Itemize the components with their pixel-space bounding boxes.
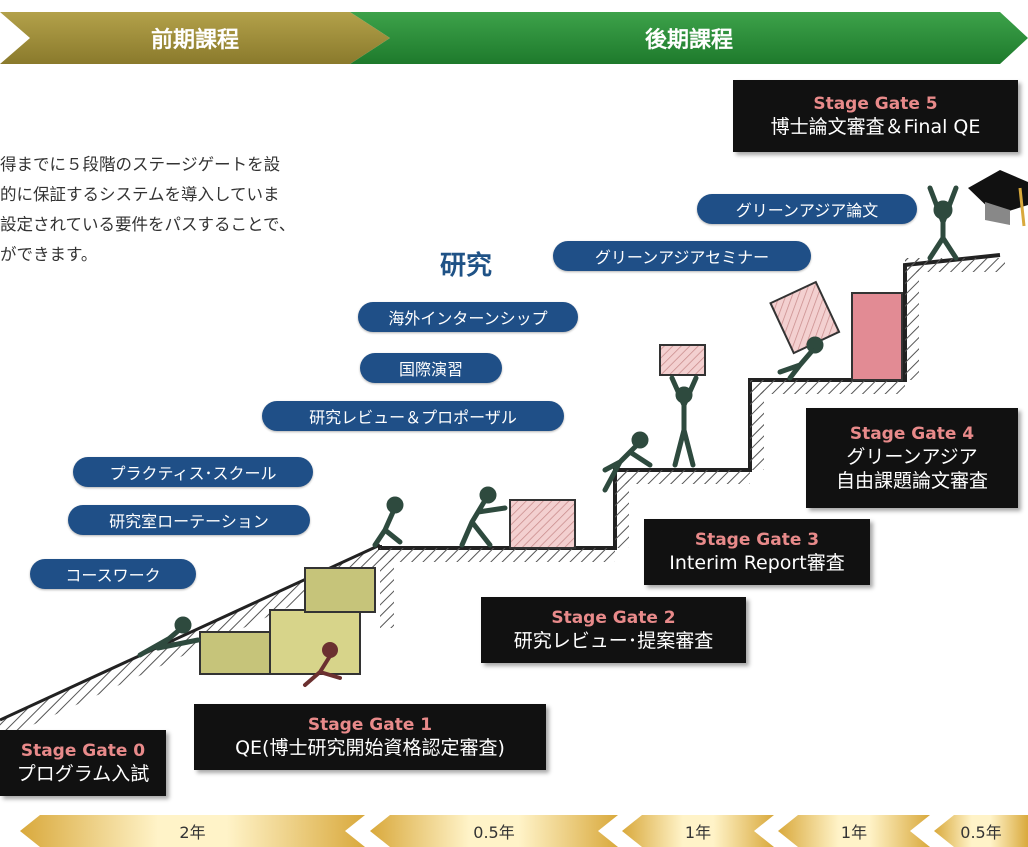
step-hatch-4 (905, 258, 1005, 272)
stage-gate-4: Stage Gate 4 グリーンアジア 自由課題論文審査 (806, 408, 1018, 508)
duration-segment: 0.5年 (370, 815, 618, 847)
stage-gate-5: Stage Gate 5 博士論文審査＆Final QE (733, 80, 1018, 152)
activity-lab-rotation: 研究室ローテーション (68, 505, 310, 535)
box-1 (199, 631, 271, 675)
box-4 (509, 499, 576, 549)
duration-segment: 0.5年 (934, 815, 1028, 847)
intro-line: 的に保証するシステムを導入していま (0, 185, 280, 204)
gate-title: Stage Gate 0 (20, 741, 146, 761)
research-heading: 研究 (440, 251, 493, 281)
phase-early-label: 前期課程 (150, 28, 239, 53)
figure-crouching (372, 496, 404, 548)
gate-title: Stage Gate 1 (307, 715, 433, 735)
phase-late-label: 後期課程 (644, 28, 733, 53)
gate-title: Stage Gate 4 (849, 424, 975, 444)
figure-celebrating (927, 185, 959, 261)
activity-practice-school: プラクティス･スクール (73, 457, 313, 487)
gate-description: QE(博士研究開始資格認定審査) (235, 737, 505, 759)
intro-text: 得までに５段階のステージゲートを設 的に保証するシステムを導入していま 設定され… (0, 150, 380, 270)
intro-line: 設定されている要件をパスすることで、 (0, 215, 296, 234)
box-3 (304, 567, 376, 613)
figure-pushing-1 (137, 616, 201, 658)
duration-segment: 1年 (622, 815, 774, 847)
box-6 (769, 280, 841, 355)
activity-overseas-internship: 海外インターンシップ (358, 302, 578, 332)
gate-description: 博士論文審査＆Final QE (770, 116, 981, 138)
riser-hatch-4 (905, 258, 919, 380)
activity-green-asia-seminar: グリーンアジアセミナー (553, 241, 811, 271)
step-hatch-2 (615, 470, 750, 484)
gate-description: プログラム入試 (16, 763, 150, 785)
activity-green-asia-paper: グリーンアジア論文 (697, 194, 917, 224)
phase-banner-late: 後期課程 (350, 12, 1028, 64)
gate-description: グリーンアジア (846, 446, 978, 468)
figure-climbing (602, 431, 653, 493)
riser-hatch-3 (750, 380, 764, 470)
riser-hatch-1 (380, 548, 394, 628)
gate-description: 自由課題論文審査 (835, 470, 988, 492)
graduation-cap-icon (968, 170, 1028, 227)
phase-banner-early: 前期課程 (0, 12, 390, 64)
stage-gate-3: Stage Gate 3 Interim Report審査 (644, 519, 870, 585)
step-hatch-3 (750, 380, 905, 394)
gate-title: Stage Gate 2 (551, 608, 676, 628)
intro-line: 得までに５段階のステージゲートを設 (0, 155, 281, 174)
figure-tumbling (303, 642, 342, 687)
gate-title: Stage Gate 5 (813, 94, 938, 114)
stage-gate-0: Stage Gate 0 プログラム入試 (0, 730, 166, 796)
step-hatch-1 (380, 548, 615, 562)
stage-gate-1: Stage Gate 1 QE(博士研究開始資格認定審査) (194, 704, 546, 770)
intro-line: ができます。 (0, 245, 98, 264)
box-2 (269, 609, 361, 675)
gate-description: Interim Report審査 (669, 552, 845, 574)
figure-carrying (777, 336, 824, 381)
figure-pushing-2 (459, 486, 508, 548)
duration-segment: 1年 (778, 815, 930, 847)
stage-gate-2: Stage Gate 2 研究レビュー･提案審査 (481, 597, 746, 663)
box-7 (851, 292, 903, 381)
riser-hatch-2 (615, 470, 629, 548)
figure-lifting (669, 375, 699, 468)
gate-title: Stage Gate 3 (694, 530, 820, 550)
activity-research-review-proposal: 研究レビュー＆プロポーザル (262, 401, 564, 431)
box-5 (659, 344, 706, 376)
activity-coursework: コースワーク (30, 559, 196, 589)
gate-description: 研究レビュー･提案審査 (513, 630, 714, 652)
duration-segment: 2年 (20, 815, 365, 847)
activity-international-exercise: 国際演習 (360, 353, 502, 383)
